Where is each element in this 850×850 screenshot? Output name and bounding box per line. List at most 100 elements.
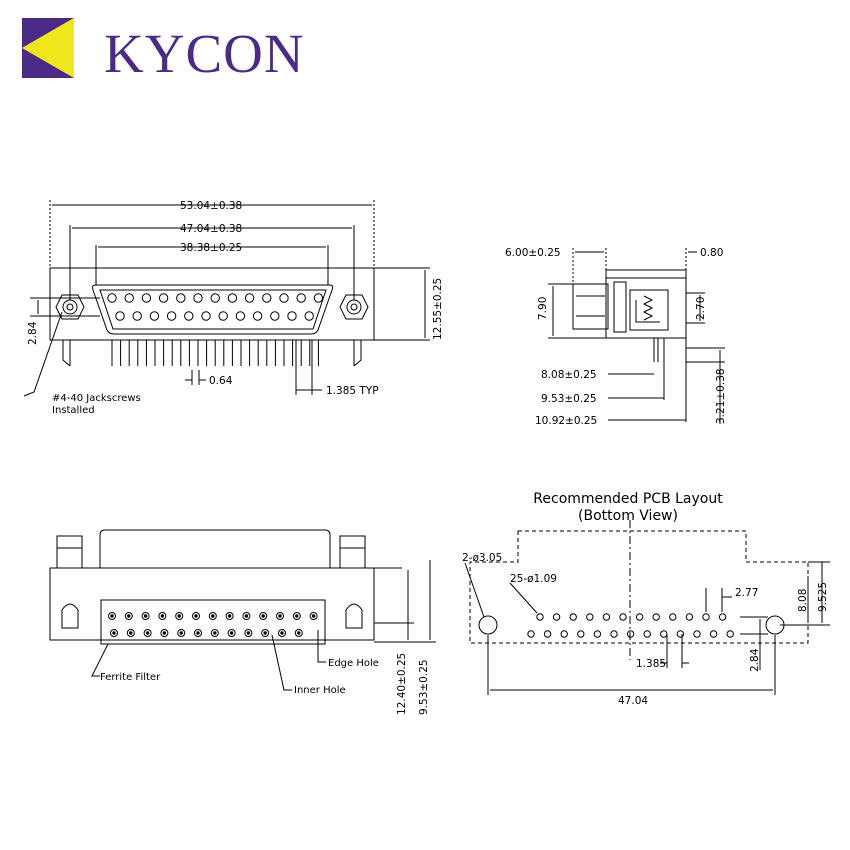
pcb-pin-hole <box>626 630 635 638</box>
front-pin-hole <box>287 311 297 321</box>
bottom-pin-hole <box>208 612 217 620</box>
bottom-pin-hole <box>143 629 152 637</box>
jackscrew-note-2: Installed <box>52 405 95 416</box>
dim-pcb-edge: 8.08 <box>797 589 809 612</box>
dim-side-a: 8.08±0.25 <box>541 369 597 381</box>
bottom-pin-hole <box>278 629 286 637</box>
bottom-pin-hole <box>294 629 303 637</box>
pcb-layout <box>464 520 830 695</box>
front-view <box>23 200 430 397</box>
front-pin-hole <box>184 311 194 321</box>
pcb-pin-hole <box>726 630 734 638</box>
bottom-pin-hole <box>177 629 186 637</box>
d-shell <box>91 284 334 335</box>
left-jackscrew-hole <box>62 299 78 315</box>
bottom-right-standoff <box>339 535 366 569</box>
bottom-pin-hole <box>225 612 234 620</box>
mount-hole-leader <box>464 562 485 618</box>
pcb-pin-hole <box>676 630 685 638</box>
pcb-pin-hole <box>635 613 644 621</box>
bottom-pin-hole <box>194 629 202 637</box>
front-pcb-legs <box>111 340 319 366</box>
pcb-pin-hole <box>577 630 585 638</box>
pcb-pin-hole <box>610 630 618 638</box>
logo-purple-bottom <box>22 48 74 78</box>
bottom-pin-hole <box>175 612 184 620</box>
front-pin-hole <box>218 311 228 321</box>
jackscrew-leader <box>23 311 63 397</box>
ferrite-filter <box>100 599 326 645</box>
dim-pcb-pitch: 1.385 <box>636 658 666 670</box>
side-shell <box>572 283 609 330</box>
pcb-pin-hole <box>569 613 577 621</box>
pcb-pin-hole <box>619 613 627 621</box>
front-pin-hole <box>227 293 238 303</box>
front-pin-hole <box>252 311 263 321</box>
bottom-pin-hole <box>292 612 301 620</box>
dim-pcb-row-spacing: 2.84 <box>749 648 761 672</box>
pcb-pin-hole <box>660 630 668 638</box>
pcb-pin-hole <box>693 630 701 638</box>
bottom-left-boardlock <box>61 603 79 629</box>
bottom-pin-hole <box>242 612 251 620</box>
front-pin-hole <box>149 311 160 321</box>
front-pin-hole <box>193 293 203 303</box>
bottom-pin-hole <box>192 612 200 620</box>
front-pin-hole <box>210 293 220 303</box>
dim-pcb-outer: 9.525 <box>817 582 829 612</box>
pcb-outline <box>469 530 809 644</box>
pcb-pin-hole <box>586 613 594 621</box>
front-pin-hole <box>158 293 169 303</box>
dim-shell-depth: 6.00±0.25 <box>505 247 561 259</box>
mount-hole-label: 2-ø3.05 <box>462 552 502 564</box>
dim-bottom-inner: 9.53±0.25 <box>418 659 430 715</box>
pcb-pin-hole <box>709 630 718 638</box>
pcb-pin-hole <box>685 613 694 621</box>
front-pin-hole <box>270 311 280 321</box>
edge-hole-label: Edge Hole <box>328 658 379 669</box>
edge-hole-leader <box>317 630 326 663</box>
inner-hole-label: Inner Hole <box>294 685 346 696</box>
ferrite-leader <box>91 643 109 677</box>
dim-overall-width: 53.04±0.38 <box>180 200 242 212</box>
bottom-pin-holes <box>108 612 318 637</box>
side-body <box>605 269 687 339</box>
pcb-subtitle: (Bottom View) <box>578 508 678 524</box>
bottom-pin-hole <box>158 612 167 620</box>
dim-pin-length: 3.21±0.38 <box>715 368 727 424</box>
bottom-pin-hole <box>261 629 270 637</box>
dim-side-c: 10.92±0.25 <box>535 415 597 427</box>
dim-pin-row-width: 38.38±0.25 <box>180 242 242 254</box>
pcb-pin-hole <box>652 613 660 621</box>
bottom-right-boardlock <box>345 603 363 629</box>
left-jackscrew <box>55 294 85 320</box>
bottom-flange <box>49 567 375 641</box>
bottom-view <box>49 529 436 691</box>
kycon-logo: KYCON <box>22 18 322 82</box>
front-pin-hole <box>132 311 142 321</box>
dim-front-height: 12.55±0.25 <box>432 278 444 340</box>
left-mount-hole <box>478 615 498 635</box>
front-pin-hole <box>124 293 134 303</box>
front-pin-hole <box>115 311 125 321</box>
front-pin-hole <box>166 311 177 321</box>
front-pin-hole <box>107 293 117 303</box>
bottom-pin-hole <box>141 612 150 620</box>
front-pin-hole <box>244 293 255 303</box>
bottom-pin-hole <box>259 612 268 620</box>
dim-pin-width: 0.64 <box>209 375 233 387</box>
pcb-pin-hole <box>560 630 568 638</box>
logo-wordmark: KYCON <box>104 23 305 84</box>
dim-bottom-edge: 12.40±0.25 <box>396 653 408 715</box>
front-pin-hole <box>262 293 272 303</box>
dim-screw-spacing: 47.04±0.38 <box>180 223 242 235</box>
pcb-pin-holes <box>527 613 734 638</box>
pcb-pin-hole <box>552 613 561 621</box>
pcb-pin-hole <box>602 613 611 621</box>
bottom-pin-hole <box>244 629 253 637</box>
front-pin-holes <box>107 293 324 321</box>
bottom-pin-hole <box>126 629 135 637</box>
logo-mark-icon <box>22 18 74 78</box>
ferrite-filter-label: Ferrite Filter <box>100 672 161 683</box>
